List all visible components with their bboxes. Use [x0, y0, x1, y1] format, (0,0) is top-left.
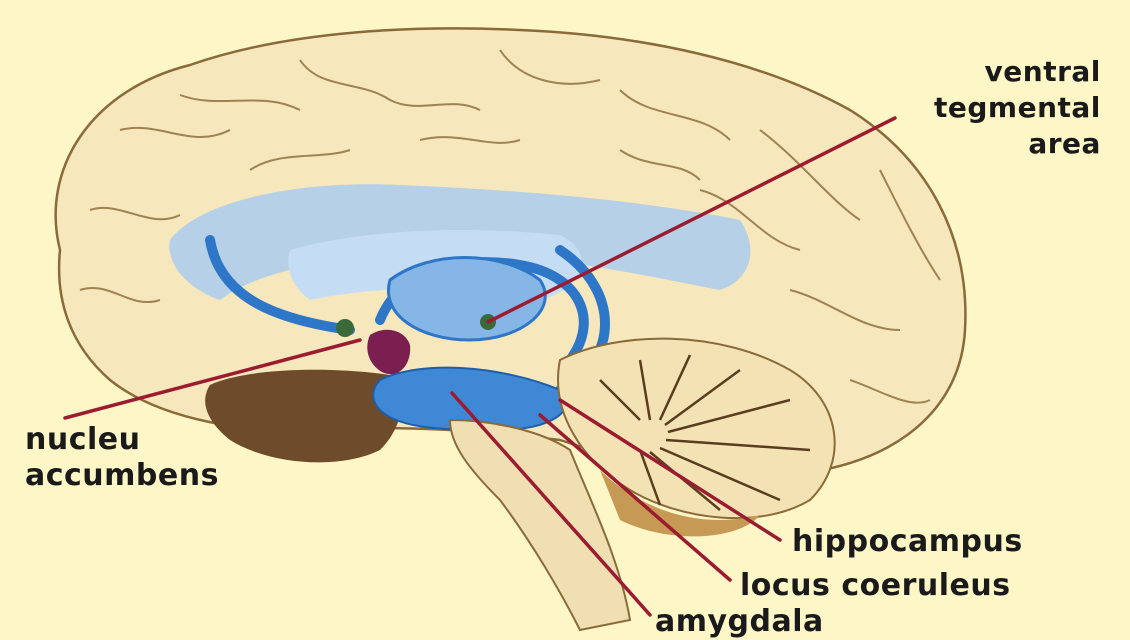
- label-ventral-tegmental-area: ventral tegmental area: [934, 54, 1101, 162]
- label-amygdala: amygdala: [655, 604, 824, 640]
- label-nucleus-accumbens: nucleu accumbens: [25, 422, 219, 494]
- vta-line-3: area: [934, 126, 1101, 162]
- temporal-lobe: [205, 370, 401, 463]
- nacc-line-1: nucleu: [25, 422, 219, 458]
- vta-line-1: ventral: [934, 54, 1101, 90]
- label-hippocampus: hippocampus: [792, 524, 1023, 560]
- nacc-line-2: accumbens: [25, 458, 219, 494]
- label-locus-coeruleus: locus coeruleus: [740, 568, 1011, 604]
- vta-line-2: tegmental: [934, 90, 1101, 126]
